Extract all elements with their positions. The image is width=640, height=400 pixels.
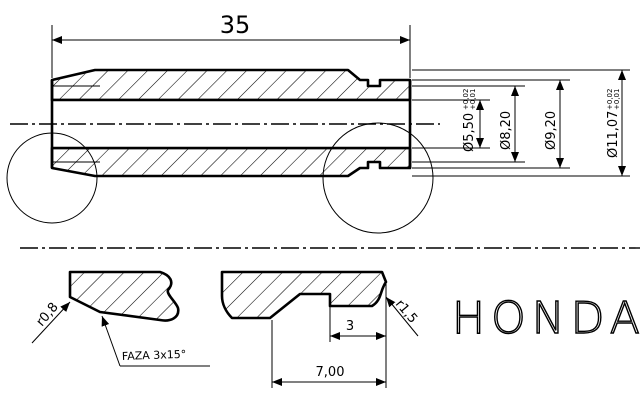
bore-tol-lower: +0,01 <box>469 89 477 110</box>
groove-width-label: 3 <box>346 319 354 334</box>
detail-circle-left <box>6 132 98 224</box>
length-label: 35 <box>220 11 251 39</box>
upper-wall <box>50 68 412 102</box>
lower-wall <box>50 146 412 178</box>
svg-text:Ø5,50: Ø5,50 <box>462 113 477 152</box>
outer-tol-upper: +0,02 <box>606 89 614 110</box>
radius-right-label: r1,5 <box>392 297 420 327</box>
brand-label: HONDA <box>452 293 640 344</box>
valve-guide-section <box>50 68 412 178</box>
bore-diameter: Ø5,50 <box>462 113 477 152</box>
bore-tol-upper: +0,02 <box>462 89 470 110</box>
detail-right: 3 7,00 r1,5 <box>220 270 420 388</box>
groove-pos-label: 7,00 <box>316 365 345 380</box>
svg-text:Ø11,07: Ø11,07 <box>606 111 621 158</box>
chamfer-label: FAZA 3x15° <box>122 348 187 363</box>
outer-tol-lower: +0,01 <box>613 89 621 110</box>
outer-diameter: Ø11,07 <box>606 111 621 158</box>
length-dimension: 35 <box>51 11 411 78</box>
groove-diameter: Ø8,20 <box>499 111 514 150</box>
detail-left: r0,8 FAZA 3x15° <box>31 270 210 367</box>
detail-circle-right <box>322 122 434 234</box>
diameter-dimensions: Ø5,50 +0,02 +0,01 Ø8,20 Ø9,20 Ø11,07 +0,… <box>412 69 630 177</box>
neck-diameter: Ø9,20 <box>544 111 559 150</box>
